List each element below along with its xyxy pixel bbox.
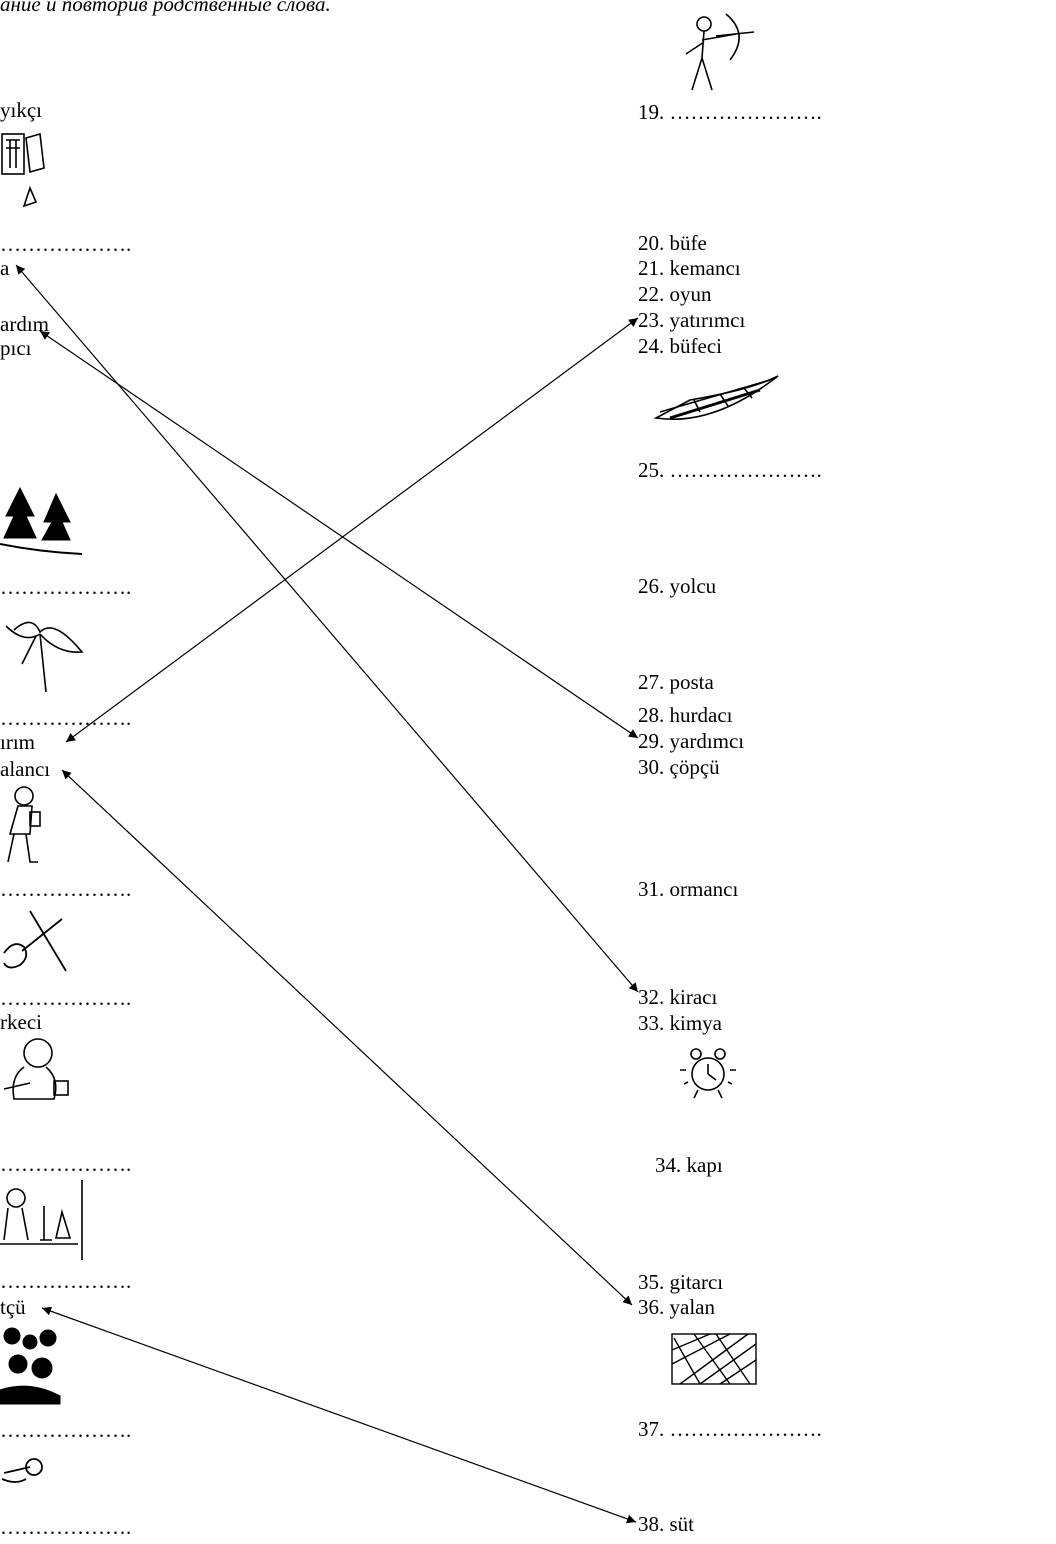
left-word-8: tçü — [0, 1295, 26, 1319]
wood-planks-icon — [671, 1333, 757, 1385]
item-35: 35. gitarcı — [638, 1270, 724, 1294]
left-word-2: a — [0, 256, 10, 280]
instruction-text: ание и повторив родственные слова. — [0, 0, 331, 16]
left-blank-1: ………………. — [0, 232, 132, 256]
item-19: 19. …………………. — [638, 100, 822, 124]
item-30: 30. çöpçü — [638, 755, 720, 779]
item-33: 33. kimya — [638, 1011, 722, 1035]
arrow-yardim-to-29 — [39, 330, 639, 739]
item-27: 27. posta — [638, 670, 714, 694]
arrow-alanci-to-36 — [61, 769, 633, 1306]
item-21: 21. kemancı — [638, 256, 741, 280]
left-word-7: rkeci — [0, 1010, 42, 1034]
item-36: 36. yalan — [638, 1295, 715, 1319]
item-34: 34. kapı — [655, 1153, 723, 1177]
boy-studying-icon — [3, 1038, 69, 1100]
alarm-clock-icon — [680, 1048, 736, 1099]
item-31: 31. ormancı — [638, 877, 739, 901]
boat-icon — [653, 375, 779, 421]
arrow-tcu-to-38 — [41, 1306, 637, 1524]
item-26: 26. yolcu — [638, 574, 717, 598]
left-word-1: yıkçı — [0, 98, 42, 122]
item-38: 38. süt — [638, 1512, 695, 1536]
item-20: 20. büfe — [638, 231, 707, 255]
item-32: 32. kiracı — [638, 985, 718, 1009]
archer-icon — [685, 13, 755, 91]
item-25: 25. …………………. — [638, 458, 822, 482]
item-23: 23. yatırımcı — [638, 308, 746, 332]
item-37: 37. …………………. — [638, 1417, 822, 1441]
item-24: 24. büfeci — [638, 334, 722, 358]
arrow-23-to-irim — [65, 317, 639, 743]
poster-icon — [1, 132, 45, 208]
item-28: 28. hurdacı — [638, 703, 733, 727]
item-22: 22. oyun — [638, 282, 712, 306]
item-29: 29. yardımcı — [638, 729, 745, 753]
arrow-a-to-32 — [15, 264, 639, 993]
